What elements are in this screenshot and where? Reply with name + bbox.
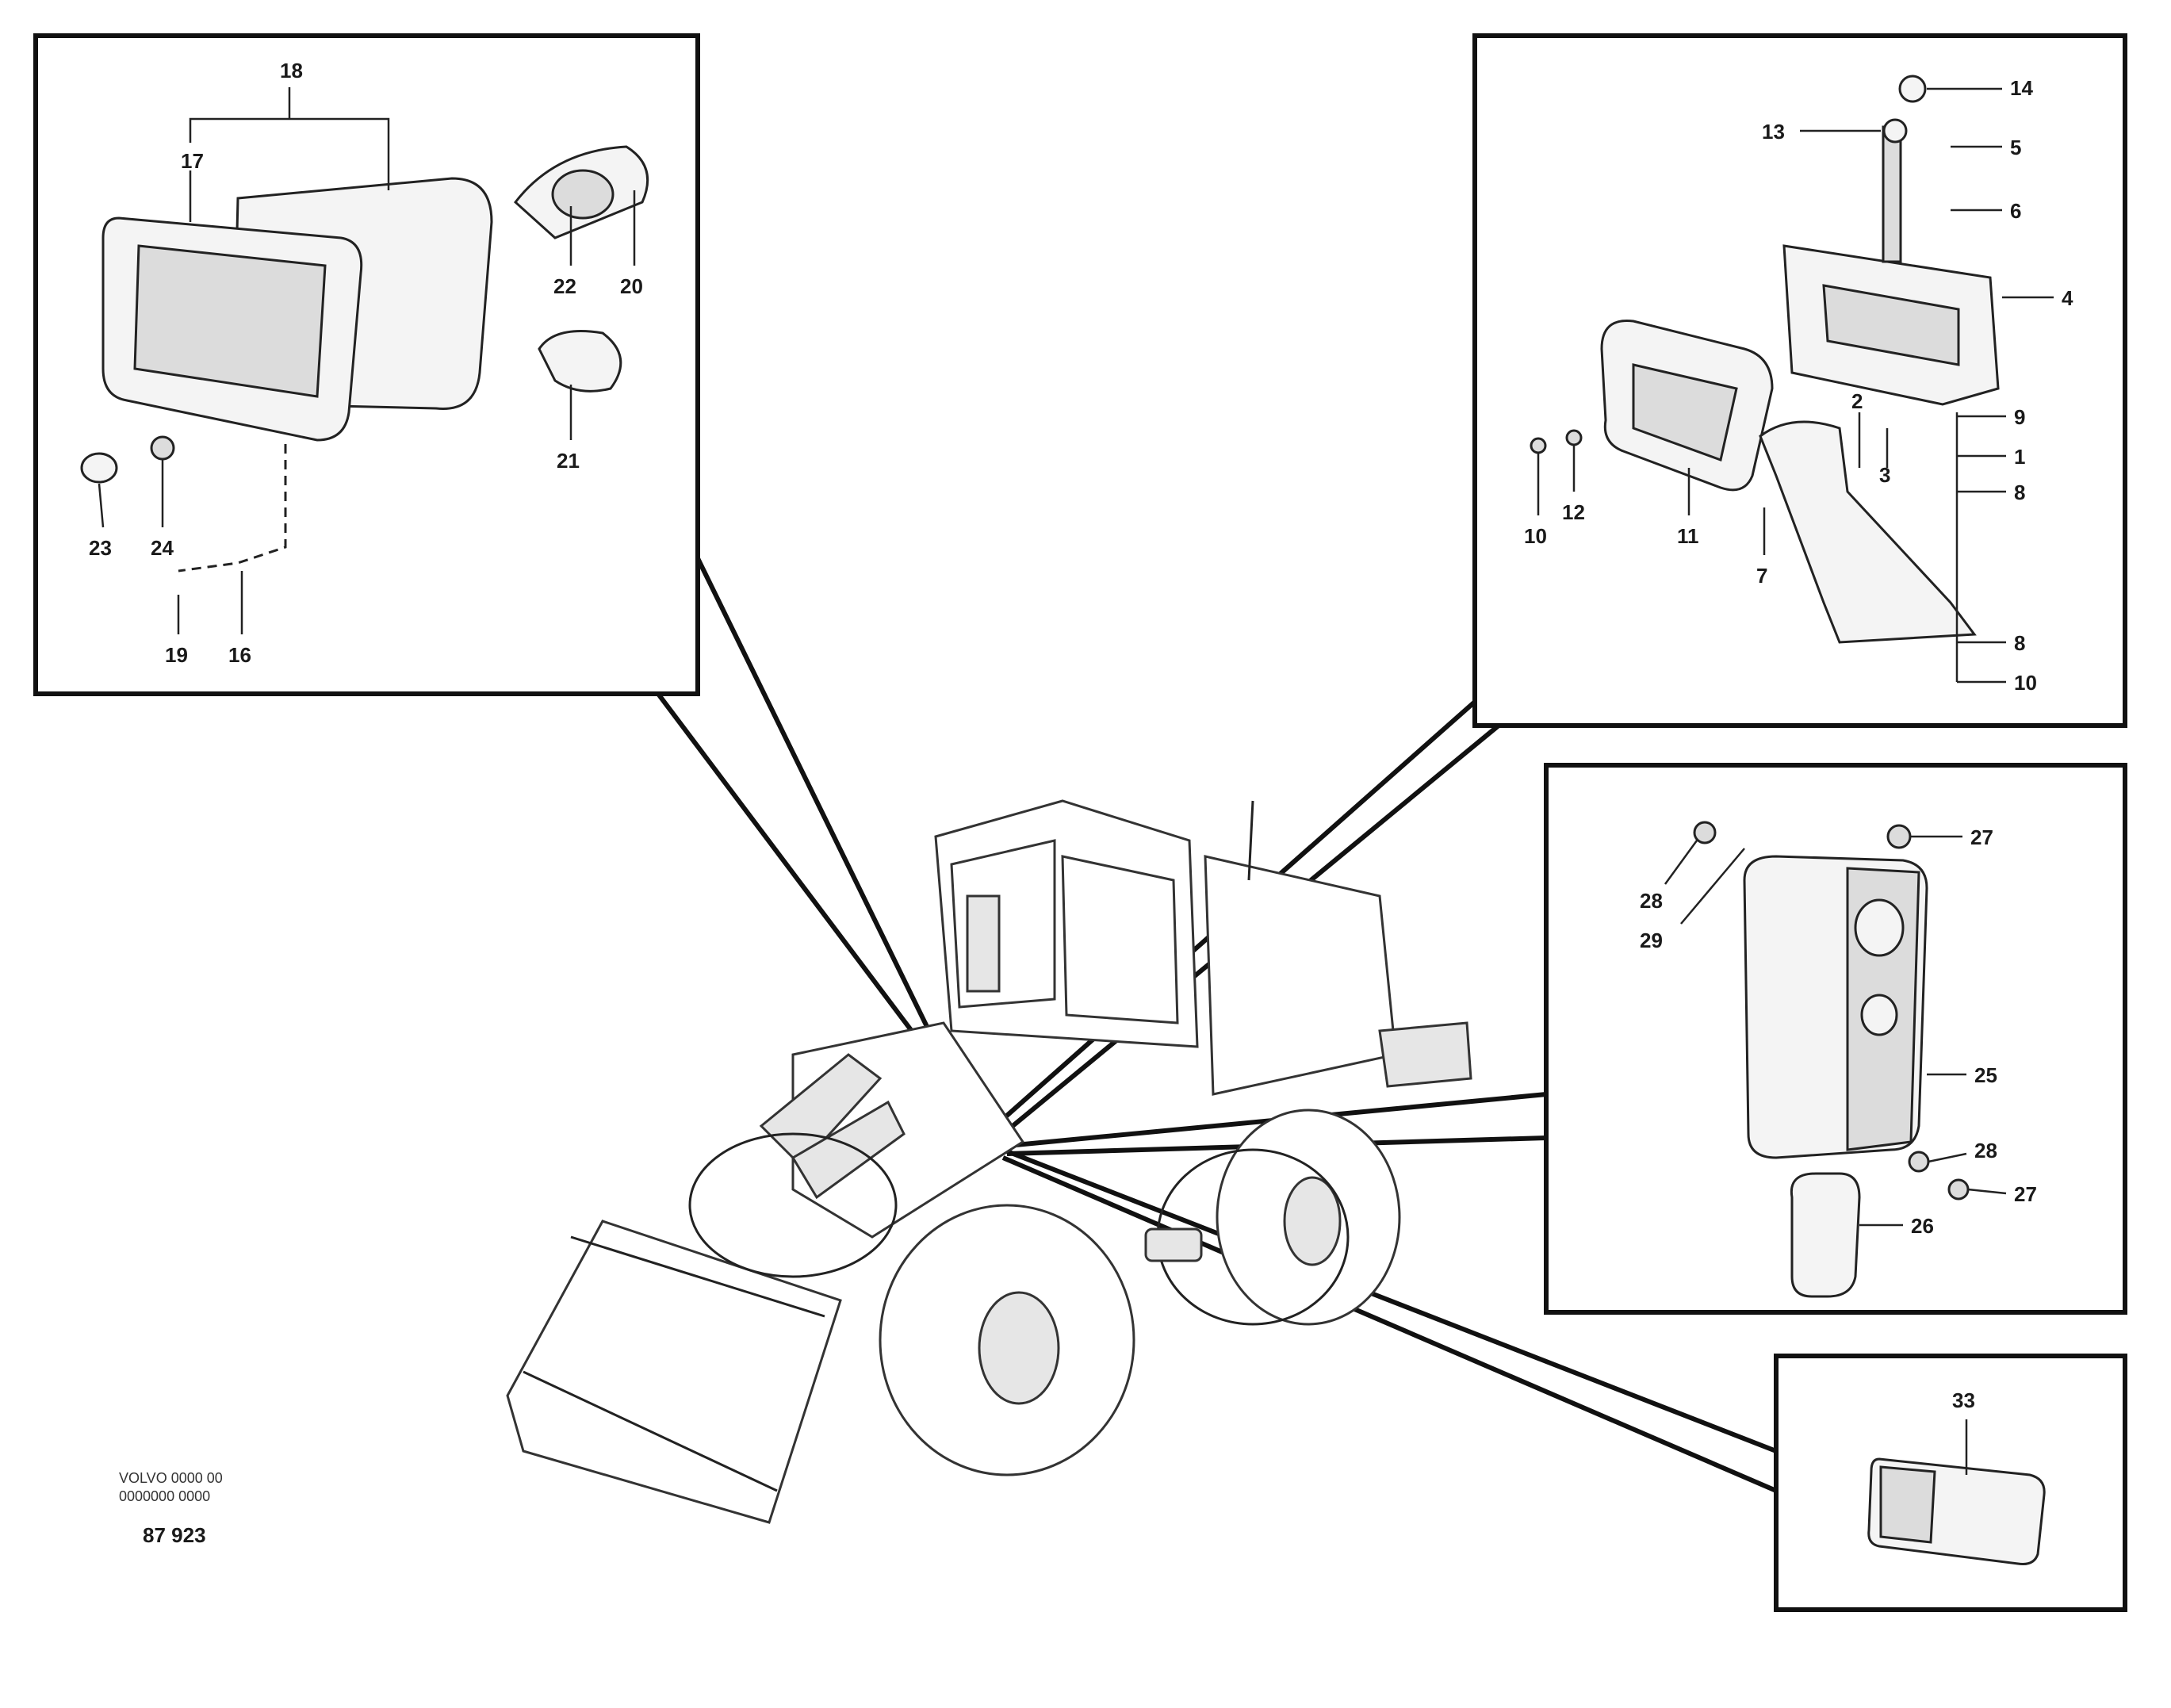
part-label-33: 33 — [1952, 1388, 1975, 1412]
wheel-loader-illustration — [506, 799, 1472, 1524]
cab-pillar — [966, 894, 1001, 993]
reflector-lens — [1879, 1465, 1936, 1544]
part-label-10a: 10 — [1524, 524, 1547, 548]
part-label-12: 12 — [1562, 500, 1585, 524]
part-label-13: 13 — [1762, 120, 1785, 144]
lamp-lens — [133, 244, 327, 398]
part-label-27b: 27 — [2014, 1182, 2037, 1206]
lamp-bulb — [538, 330, 622, 393]
part-label-23: 23 — [89, 536, 112, 560]
part-label-5: 5 — [2010, 136, 2021, 159]
engine-hood — [1204, 855, 1397, 1096]
part-label-8: 8 — [2014, 481, 2025, 504]
part-label-24: 24 — [151, 536, 174, 560]
detail-panel-reflector: 33 — [1774, 1354, 2127, 1612]
part-label-27a: 27 — [1970, 825, 1993, 849]
detail-panel-lamp-bracket: 14 13 5 6 4 9 1 2 8 3 7 11 12 10 8 10 — [1472, 33, 2127, 728]
bracket-knob — [551, 169, 615, 220]
leader-28a — [1664, 840, 1698, 885]
nut-27 — [1886, 824, 1912, 849]
counterweight — [1378, 1021, 1472, 1088]
leader-23 — [98, 483, 105, 528]
figure-reference: VOLVO 0000 00 0000000 0000 87 923 — [119, 1470, 223, 1547]
nut-14 — [1898, 75, 1927, 103]
part-label-29: 29 — [1640, 929, 1663, 952]
lens-reflector — [1854, 898, 1905, 957]
lamp-wire — [178, 444, 287, 573]
part-label-4: 4 — [2062, 286, 2073, 310]
nut-27b — [1947, 1178, 1970, 1201]
figure-note-line2: 0000000 0000 — [119, 1488, 210, 1504]
detail-panel-work-light: 18 17 22 20 21 23 24 19 16 — [33, 33, 700, 696]
tilt-cylinder — [791, 1100, 906, 1200]
part-label-11: 11 — [1677, 524, 1699, 548]
figure-note-line1: VOLVO 0000 00 — [119, 1470, 223, 1486]
leader-28b — [1928, 1152, 1967, 1163]
part-label-25: 25 — [1974, 1063, 1997, 1087]
part-label-3: 3 — [1879, 463, 1890, 487]
detail-frame-2 — [1472, 33, 2127, 728]
part-label-19: 19 — [165, 643, 188, 667]
part-label-21: 21 — [557, 449, 580, 473]
mount-frame-opening — [1632, 363, 1738, 461]
rear-lamp-bulb — [1790, 1172, 1861, 1298]
washer-12 — [1565, 429, 1583, 446]
exhaust-pipe — [1247, 800, 1254, 881]
part-label-26: 26 — [1911, 1214, 1934, 1238]
figure-code: 87 923 — [143, 1523, 206, 1547]
screw-28 — [1693, 821, 1717, 844]
screw-10 — [1530, 437, 1547, 454]
part-label-17: 17 — [181, 149, 204, 173]
lens-reflector-small — [1860, 994, 1898, 1036]
lift-arm — [759, 1053, 883, 1168]
bucket-rim — [570, 1235, 825, 1318]
rear-hub — [1283, 1176, 1342, 1266]
mirror-lamp — [1144, 1227, 1203, 1262]
part-label-22: 22 — [553, 274, 576, 298]
front-fender — [688, 1132, 898, 1278]
lamp-box-window — [1822, 284, 1960, 366]
mount-bolt — [1882, 125, 1902, 263]
bucket — [506, 1220, 842, 1524]
part-label-2: 2 — [1851, 389, 1863, 413]
part-label-28b: 28 — [1974, 1139, 1997, 1162]
cab-side-window — [1061, 855, 1179, 1024]
gasket-28 — [1908, 1151, 1930, 1173]
washer-24 — [150, 435, 175, 461]
part-label-20: 20 — [620, 274, 643, 298]
part-label-1: 1 — [2014, 445, 2025, 469]
detail-panel-rear-light: 27 28 29 25 28 27 26 — [1544, 763, 2127, 1315]
callout-line-detail-4b — [1001, 1155, 1778, 1493]
part-label-9: 9 — [2014, 405, 2025, 429]
front-hub — [978, 1291, 1060, 1405]
screw-23 — [80, 452, 118, 484]
part-label-8b: 8 — [2014, 631, 2025, 655]
part-label-18: 18 — [280, 59, 303, 82]
callout-line-detail-4a — [1001, 1147, 1778, 1453]
bucket-edge — [523, 1370, 778, 1492]
part-label-6: 6 — [2010, 199, 2021, 223]
part-label-16: 16 — [228, 643, 251, 667]
leader-29 — [1680, 848, 1745, 925]
washer-13 — [1882, 118, 1908, 144]
part-label-10b: 10 — [2014, 671, 2037, 695]
leader-27b — [1967, 1188, 2007, 1195]
part-label-14: 14 — [2010, 76, 2033, 100]
support-arm — [1759, 420, 1977, 644]
part-label-7: 7 — [1756, 564, 1767, 588]
part-label-28a: 28 — [1640, 889, 1663, 913]
